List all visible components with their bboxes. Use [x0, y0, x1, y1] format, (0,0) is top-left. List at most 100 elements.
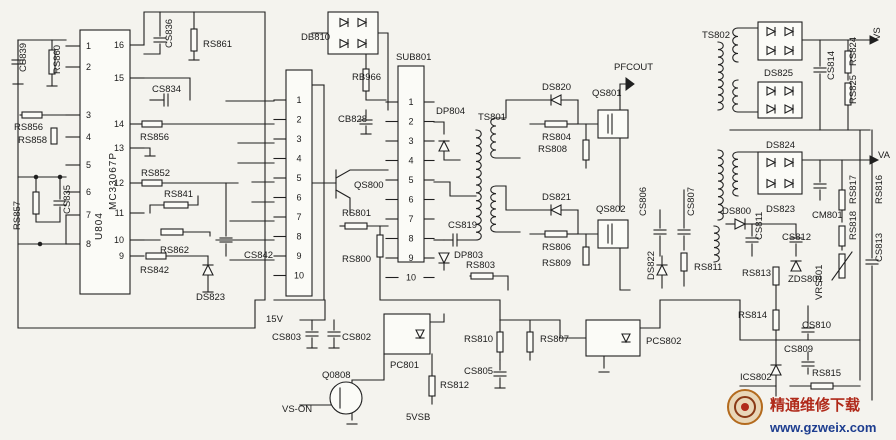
diode-bridge-ds825-top [757, 21, 803, 61]
watermark-logo-ring [734, 396, 756, 418]
u804-pin-left: 8 [86, 239, 91, 249]
diode [438, 139, 450, 152]
wire [739, 299, 861, 341]
loop-16 [143, 11, 266, 329]
label-rs800: RS800 [342, 254, 371, 265]
wire [433, 181, 477, 197]
diode [202, 263, 214, 276]
u804-pin-left: 7 [86, 210, 91, 220]
diode-bridge-ds825-top-diode [766, 45, 777, 56]
label-zds801: ZDS801 [788, 274, 823, 285]
optocoupler-pcs802 [585, 319, 641, 357]
label-pcs802: PCS802 [646, 336, 681, 347]
resistor [141, 179, 163, 187]
label-rs856b: RS856 [140, 132, 169, 143]
label-rs852: RS852 [141, 168, 170, 179]
connector-pin: 3 [296, 134, 301, 144]
diode-bridge-ds824 [757, 151, 803, 195]
label-cs813: CS813 [874, 233, 885, 262]
diode-bridge-db810 [327, 11, 379, 55]
resistor [526, 331, 534, 353]
ic-u804-ref: U804 [94, 212, 105, 240]
u804-pin-left: 6 [86, 187, 91, 197]
label-ds823b: DS823 [766, 204, 795, 215]
diode-bridge-ds825-top-diode [766, 26, 777, 37]
label-ds822: DS822 [646, 251, 657, 280]
diode-bridge-ds825 [757, 81, 803, 119]
sub801-pin: 4 [408, 156, 413, 166]
label-ds820: DS820 [542, 82, 571, 93]
label-rs825: RS825 [848, 75, 859, 104]
diode-bridge-ds824-diode [784, 178, 795, 189]
wire [183, 231, 211, 237]
u804-pin-left: 2 [86, 62, 91, 72]
ts801-secondary-top [490, 117, 497, 159]
resistor [810, 382, 834, 390]
sub801-pin: 3 [408, 136, 413, 146]
diode [549, 204, 562, 216]
diode-bridge-db810-diode [357, 38, 368, 49]
diode-bridge-db810-diode [357, 17, 368, 28]
resistor [544, 230, 568, 238]
optocoupler-pc801 [383, 313, 431, 355]
label-ts802: TS802 [702, 30, 730, 41]
label-va: VA [878, 150, 891, 161]
connector-pin: 8 [296, 232, 301, 242]
diode-bridge-ds824-diode [766, 178, 777, 189]
label-vs-on: VS-ON [282, 404, 312, 415]
diode-bridge-ds825-diode [766, 104, 777, 114]
label-rb966: RB966 [352, 72, 381, 83]
label-rs813: RS813 [742, 268, 771, 279]
wire [492, 275, 509, 291]
diode-bridge-db810-diode [339, 38, 350, 49]
sub801-pin: 5 [408, 175, 413, 185]
wire [577, 99, 599, 125]
ic-sub801 [397, 65, 425, 263]
label-rs810: RS810 [464, 334, 493, 345]
diode-bridge-ds825-diode [784, 86, 795, 96]
sub801-pin: 8 [408, 234, 413, 244]
label-rs818: RS818 [848, 211, 859, 240]
wire [433, 121, 445, 135]
ts802-primary [717, 41, 724, 111]
label-cm801: CM801 [812, 210, 843, 221]
label-cs819: CS819 [448, 220, 477, 231]
label-rs809: RS809 [542, 258, 571, 269]
label-rs861: RS861 [203, 39, 232, 50]
connector-pin: 9 [296, 251, 301, 261]
resistor [428, 375, 436, 397]
resistor [772, 266, 780, 286]
label-rs807: RS807 [540, 334, 569, 345]
resistor [844, 50, 852, 74]
u804-pin-right: 12 [114, 178, 124, 188]
label-cs836: CS836 [164, 19, 175, 48]
resistor [376, 234, 384, 258]
label-rs857: RS857 [12, 201, 23, 230]
label-rs816: RS816 [874, 175, 885, 204]
u804-pin-left: 5 [86, 160, 91, 170]
label-cs811: CS811 [754, 212, 765, 240]
label-cs803: CS803 [272, 332, 301, 343]
label-cs834: CS834 [152, 84, 181, 95]
resistor [544, 120, 568, 128]
sub801-pin: 2 [408, 117, 413, 127]
label-db810: DB810 [301, 32, 330, 43]
resistor [50, 127, 58, 145]
ts802-primary-lower [717, 149, 724, 221]
u804-pin-left: 4 [86, 132, 91, 142]
label-cs805: CS805 [464, 366, 493, 377]
label-rs814: RS814 [738, 310, 767, 321]
label-rs804: RS804 [542, 132, 571, 143]
wire [187, 195, 199, 206]
label-qs800: QS800 [354, 180, 384, 191]
label-cs814: CS814 [826, 51, 837, 80]
label-qs802: QS802 [596, 204, 626, 215]
sub801-pin: 7 [408, 214, 413, 224]
connector-pin: 7 [296, 212, 301, 222]
resistor [344, 222, 368, 230]
label-ds821: DS821 [542, 192, 571, 203]
resistor [496, 331, 504, 353]
connector-pin: 6 [296, 193, 301, 203]
